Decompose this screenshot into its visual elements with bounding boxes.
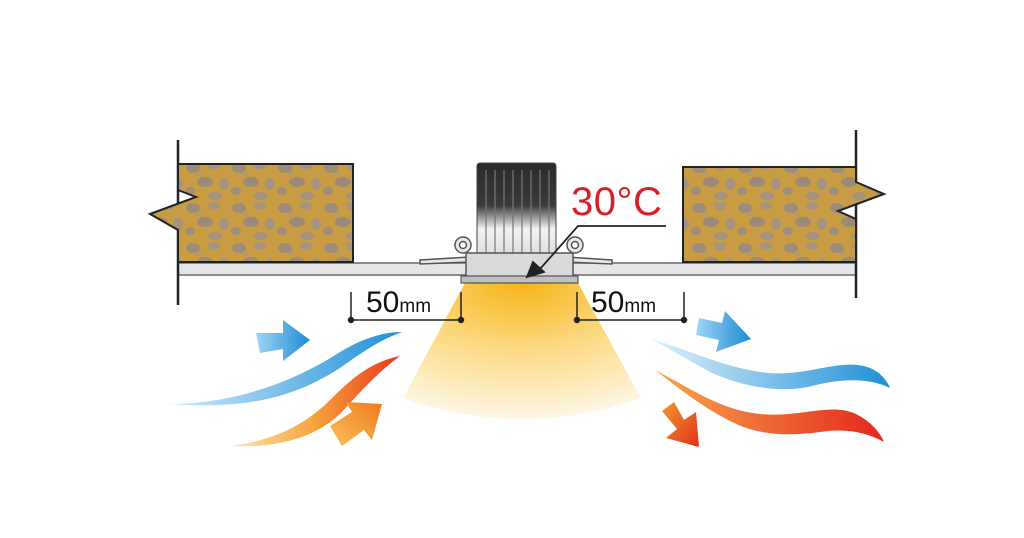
clearance-label-left: 50mm (366, 286, 431, 320)
led-downlight (460, 252, 579, 284)
clearance-bracket-right (573, 292, 688, 324)
clearance-value-left: 50 (366, 286, 400, 319)
airflow-warm-arrow-left (330, 402, 382, 446)
clearance-unit-left: mm (399, 296, 432, 317)
mounting-spring-clips (419, 236, 613, 265)
heatsink-fins (476, 162, 557, 258)
insulation-block-left (147, 163, 354, 263)
airflow-cool-arrow-right (696, 311, 751, 352)
airflow-warm-arrow-right (662, 402, 699, 447)
clearance-bracket-left (347, 292, 465, 324)
temperature-pointer (525, 225, 666, 279)
light-cone (403, 283, 641, 419)
clearance-label-right: 50mm (591, 286, 656, 320)
airflow-cool-arrow-left (256, 320, 310, 361)
airflow-warm-stream-left (230, 356, 400, 447)
clearance-unit-right: mm (624, 296, 657, 317)
airflow-cool-stream-right (651, 339, 890, 390)
airflow-warm-stream-right (655, 370, 884, 442)
clearance-value-right: 50 (591, 286, 625, 319)
insulation-block-right (682, 166, 887, 263)
airflow-cool-stream-left (168, 332, 402, 406)
temperature-label: 30°C (571, 180, 663, 224)
